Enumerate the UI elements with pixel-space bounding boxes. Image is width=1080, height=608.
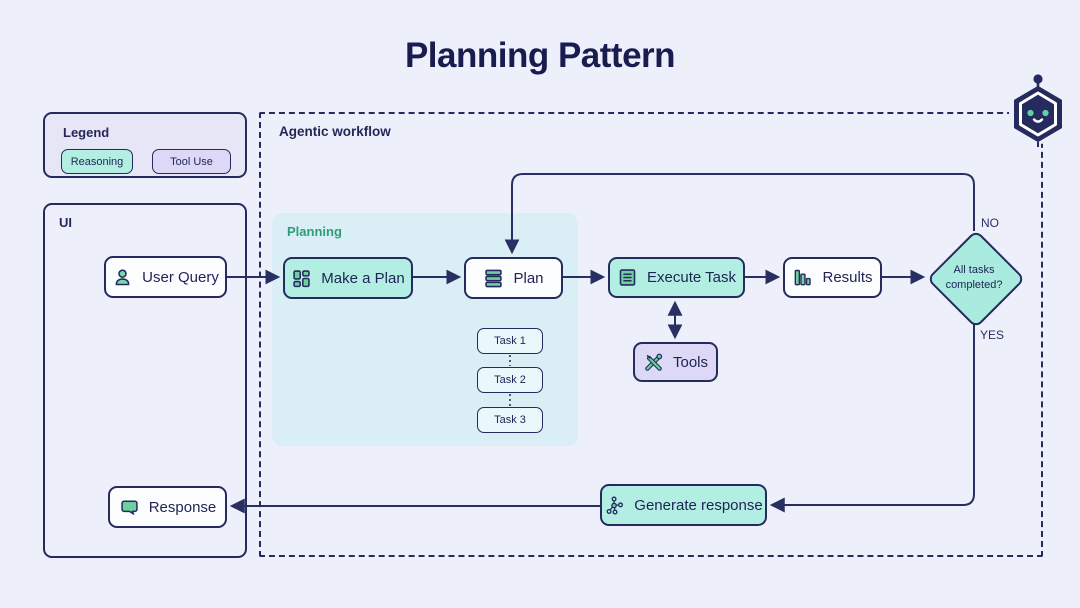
- agentic-workflow-title: Agentic workflow: [279, 124, 391, 139]
- agentic-workflow-panel: Agentic workflow: [259, 112, 1043, 557]
- legend-panel: Legend Reasoning Tool Use: [43, 112, 247, 178]
- task-item-1: Task 1: [477, 328, 543, 354]
- node-make-a-plan-label: Make a Plan: [321, 269, 405, 287]
- node-tools: Tools: [633, 342, 718, 382]
- node-user-query-label: User Query: [142, 268, 219, 286]
- task-list-icon: [619, 269, 636, 286]
- decision-branch-yes: YES: [980, 328, 1005, 342]
- task-item-3: Task 3: [477, 407, 543, 433]
- network-icon: [606, 496, 624, 515]
- planning-group-title: Planning: [287, 224, 342, 239]
- legend-chips: Reasoning Tool Use: [61, 149, 245, 174]
- node-tools-label: Tools: [672, 353, 709, 371]
- arrow-decision-yes-to-generate-response: [769, 323, 975, 513]
- node-execute-task-label: Execute Task: [647, 269, 736, 286]
- arrow-decision-no-loop-to-plan: [504, 173, 975, 255]
- node-plan: Plan: [464, 257, 563, 299]
- ui-panel: UI: [43, 203, 247, 558]
- wrench-screwdriver-icon: [645, 353, 663, 371]
- node-results: Results: [783, 257, 882, 298]
- decision-branch-no: NO: [981, 216, 999, 230]
- page-title: Planning Pattern: [404, 36, 676, 75]
- speech-bubble-icon: [121, 499, 138, 515]
- node-generate-response-label: Generate response: [634, 496, 763, 514]
- node-make-a-plan: Make a Plan: [283, 257, 413, 299]
- node-plan-label: Plan: [513, 269, 544, 287]
- decision-label: All tasks completed?: [945, 264, 1003, 291]
- node-generate-response: Generate response: [600, 484, 767, 526]
- stacked-list-icon: [485, 269, 503, 287]
- legend-title: Legend: [63, 125, 110, 140]
- ui-panel-title: UI: [59, 215, 72, 230]
- node-user-query: User Query: [104, 256, 227, 298]
- task-item-2: Task 2: [477, 367, 543, 393]
- node-results-label: Results: [822, 269, 873, 286]
- node-response-label: Response: [148, 498, 217, 516]
- node-response: Response: [108, 486, 227, 528]
- robot-icon: [1009, 74, 1067, 147]
- node-execute-task: Execute Task: [608, 257, 745, 298]
- legend-chip-reasoning: Reasoning: [61, 149, 133, 174]
- user-icon: [115, 268, 130, 285]
- kanban-grid-icon: [293, 269, 311, 287]
- legend-chip-tool-use: Tool Use: [152, 149, 231, 174]
- bar-chart-icon: [795, 269, 812, 286]
